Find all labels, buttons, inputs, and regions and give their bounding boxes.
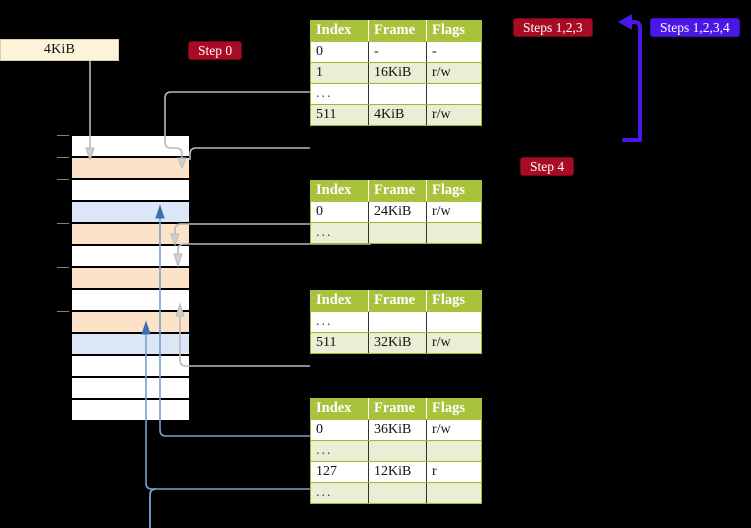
badge-step-0: Step 0 (188, 41, 243, 60)
memory-frame-row (71, 157, 190, 179)
cell-index: 511 (310, 104, 369, 126)
cell-index: ... (310, 222, 369, 244)
cell-flags (426, 440, 482, 462)
memory-frame-row (71, 135, 190, 157)
table-row: ... (310, 311, 482, 333)
column-header-index: Index (310, 398, 369, 420)
table-row: ... (310, 83, 482, 105)
memory-row-tick (57, 135, 69, 136)
column-header-frame: Frame (368, 398, 427, 420)
cell-flags: r/w (426, 419, 482, 441)
badge-steps-1-2-3-4: Steps 1,2,3,4 (650, 18, 740, 37)
memory-row-tick (57, 267, 69, 268)
cell-index: 1 (310, 62, 369, 84)
table-row: ... (310, 222, 482, 244)
column-header-flags: Flags (426, 398, 482, 420)
column-header-frame: Frame (368, 180, 427, 202)
column-header-frame: Frame (368, 20, 427, 42)
table-header-row: Index Frame Flags (310, 180, 482, 202)
column-header-flags: Flags (426, 180, 482, 202)
memory-frame-row (71, 377, 190, 399)
column-header-flags: Flags (426, 290, 482, 312)
memory-frame-row (71, 355, 190, 377)
memory-row-tick (57, 157, 69, 158)
memory-frame-row (71, 245, 190, 267)
badge-steps-1-2-3: Steps 1,2,3 (513, 18, 593, 37)
cell-flags: r/w (426, 201, 482, 223)
cell-frame: 32KiB (368, 332, 427, 354)
table-header-row: Index Frame Flags (310, 398, 482, 420)
badge-step-0-label: Step 0 (198, 42, 233, 58)
memory-row-tick (57, 223, 69, 224)
physical-memory-column (57, 135, 190, 421)
memory-frame-row (71, 399, 190, 421)
column-header-index: Index (310, 20, 369, 42)
table-row: ... (310, 482, 482, 504)
column-header-index: Index (310, 180, 369, 202)
cell-flags: r/w (426, 104, 482, 126)
table-row: 0-- (310, 41, 482, 63)
cell-index: 0 (310, 419, 369, 441)
cell-flags (426, 482, 482, 504)
memory-size-label: 4KiB (43, 42, 76, 57)
badge-step-4: Step 4 (520, 157, 575, 176)
badge-steps-1-2-3-label: Steps 1,2,3 (523, 19, 583, 35)
cell-frame (368, 482, 427, 504)
cell-frame: 36KiB (368, 419, 427, 441)
cell-frame: 24KiB (368, 201, 427, 223)
badge-steps-1-2-3-4-label: Steps 1,2,3,4 (660, 19, 730, 35)
cell-flags: - (426, 41, 482, 63)
memory-size-banner: 4KiB (0, 39, 119, 61)
column-header-index: Index (310, 290, 369, 312)
memory-frame-row (71, 311, 190, 333)
cell-frame: 12KiB (368, 461, 427, 483)
cell-frame (368, 83, 427, 105)
cell-flags (426, 222, 482, 244)
cell-flags: r/w (426, 62, 482, 84)
cell-flags: r (426, 461, 482, 483)
memory-row-tick (57, 179, 69, 180)
cell-index: ... (310, 482, 369, 504)
memory-frame-row (71, 289, 190, 311)
cell-index: 127 (310, 461, 369, 483)
cell-index: 0 (310, 41, 369, 63)
memory-row-tick (57, 311, 69, 312)
column-header-flags: Flags (426, 20, 482, 42)
cell-flags: r/w (426, 332, 482, 354)
cell-index: ... (310, 311, 369, 333)
cell-flags (426, 83, 482, 105)
cell-frame (368, 440, 427, 462)
cell-index: ... (310, 83, 369, 105)
memory-frame-row (71, 223, 190, 245)
table-header-row: Index Frame Flags (310, 290, 482, 312)
badge-step-4-label: Step 4 (530, 158, 565, 174)
cell-frame: - (368, 41, 427, 63)
table-row: ... (310, 440, 482, 462)
memory-frame-row (71, 201, 190, 223)
cell-index: 511 (310, 332, 369, 354)
column-header-frame: Frame (368, 290, 427, 312)
cell-frame (368, 222, 427, 244)
memory-frame-row (71, 333, 190, 355)
cell-frame: 4KiB (368, 104, 427, 126)
cell-index: 0 (310, 201, 369, 223)
memory-frame-row (71, 179, 190, 201)
cell-frame: 16KiB (368, 62, 427, 84)
cell-frame (368, 311, 427, 333)
memory-frame-row (71, 267, 190, 289)
table-header-row: Index Frame Flags (310, 20, 482, 42)
cell-flags (426, 311, 482, 333)
cell-index: ... (310, 440, 369, 462)
